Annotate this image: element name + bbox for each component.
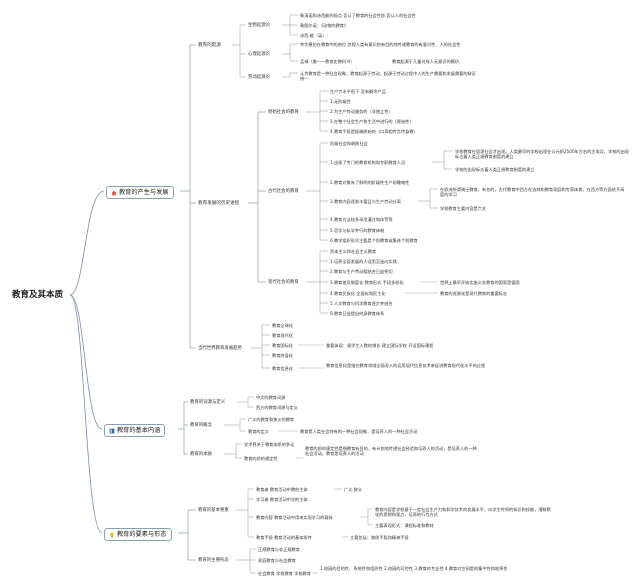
element-item: 学习者 教育活动中学的主体 bbox=[256, 497, 308, 502]
school-origin-note: 学校的出现标志着人类正规教育制度的建立 bbox=[455, 167, 535, 172]
modern-item: 5.人文教育与科学教育逐步并结合 bbox=[330, 301, 393, 306]
concept-item: 教育的定义 bbox=[248, 429, 269, 434]
ancient-item: 6.教学组织形式主要是个别教育或集体个别教育 bbox=[330, 238, 418, 243]
word-item: 西方的教育词源与定义 bbox=[256, 405, 298, 410]
trend-note: 教育信息化是指在教育领域全面深入的运用现代信息技术来促进教育现代化水平的过程 bbox=[326, 363, 486, 368]
modern-sub-note: 教育的逐渐化是现代教育的重要标志 bbox=[440, 291, 508, 296]
trend-item: 教育全球化 bbox=[272, 323, 293, 328]
primitive-item: 3.在整个社会生产和生活中进行的（原始性） bbox=[330, 119, 414, 124]
element-note: 教育内容是学校基于一定社会生产力和科学技术的发展水平，向学生传授的知识和技能，潜… bbox=[375, 507, 551, 517]
element-item: 教育者 教育活动中教的主体 bbox=[256, 487, 308, 492]
trend-note: 重要体现：留学生人数的增长 建立国际学校 开设国际课程 bbox=[326, 343, 434, 348]
essence-item: 学术界关于教育本质的争论 bbox=[244, 442, 295, 447]
form-item: 家庭教育与社会教育 bbox=[258, 558, 296, 563]
node-concept[interactable]: 教育的概念 bbox=[190, 423, 212, 428]
psy-item: 夸大模仿在教育中的地位 忽视人类有意识的有目的地传递教育的有意识性、人的社会性 bbox=[300, 42, 461, 47]
concept-item: 广义的教育和狭义的教育 bbox=[248, 417, 295, 422]
primitive-item: 4.教育手段是极端原始的（口耳相传言传身教） bbox=[330, 129, 418, 134]
node-ancient[interactable]: 古代社会的教育 bbox=[268, 189, 299, 194]
node-modern[interactable]: 现代社会的教育 bbox=[268, 280, 299, 285]
root-topic: 教育及其本质 bbox=[12, 290, 64, 300]
branch-elements-forms[interactable]: 教育的要素与形态 bbox=[104, 528, 172, 541]
ancient-item: 阶级社会和剥削社会 bbox=[330, 141, 368, 146]
primitive-item: 生产力水平低下 没有剩余产品 bbox=[330, 89, 386, 94]
ancient-item: 1.出现了专门的教育机构和专职教育人员 bbox=[330, 160, 406, 165]
primitive-item: 2.为生产劳动服务的（非独立性） bbox=[330, 109, 393, 114]
branch-label: 教育的产生与发展 bbox=[119, 189, 169, 196]
node-essence[interactable]: 教育的本质 bbox=[190, 452, 212, 457]
essence-item: 教育的质的规定性 bbox=[244, 456, 278, 461]
ancient-item: 4.教育方法较多采用灌注和体罚等 bbox=[330, 217, 393, 222]
node-trend[interactable]: 当代世界教育发展趋势 bbox=[198, 346, 242, 351]
node-forms[interactable]: 教育的主要形态 bbox=[198, 558, 229, 563]
connector-line bbox=[69, 190, 105, 296]
node-labor-origin[interactable]: 劳动起源论 bbox=[248, 75, 270, 80]
modern-item: 2.教育与生产劳动相结合日益密切 bbox=[330, 269, 393, 274]
modern-item: 4.教育民族化 全面化和民主化 bbox=[330, 291, 386, 296]
branch-origin-development[interactable]: 教育的产生与发展 bbox=[106, 186, 174, 199]
element-note: 主要表现形式：课程标准和教材 bbox=[375, 523, 434, 528]
school-origin-note: 学校教育在奴隶社会才出现。人类最早的学校出现在公元前2500年左右的古埃及。学校… bbox=[455, 149, 629, 159]
trend-item: 教育终身化 bbox=[272, 353, 293, 358]
node-primitive[interactable]: 原始社会的教育 bbox=[268, 110, 299, 115]
form-item: 社会教育 学校教育 学校教育 bbox=[258, 571, 311, 576]
bio-item: 沛西·能（英） bbox=[300, 33, 327, 38]
branch-basic-connotation[interactable]: 教育的基本内涵 bbox=[104, 424, 166, 437]
branch-label: 教育的基本内涵 bbox=[117, 427, 161, 434]
word-item: 中文的教育词源 bbox=[256, 395, 286, 400]
ancient-item: 2.教育对象有了鲜明的阶级性生产前瞻唯性 bbox=[330, 180, 410, 185]
modern-item: 3.教育普及制度化 教育形式 手段多样化 bbox=[330, 280, 404, 285]
node-bio-origin[interactable]: 生物起源论 bbox=[248, 23, 270, 28]
connector-line bbox=[360, 508, 373, 518]
ancient-item: 5.官学与私学并行的教育体制 bbox=[330, 228, 385, 233]
form-item: 正规教育与非正规教育 bbox=[258, 547, 300, 552]
psy-item: 孟禄（美——教育史教科书） bbox=[300, 59, 355, 64]
house-icon bbox=[111, 190, 117, 195]
trend-item: 教育信息化 bbox=[272, 366, 293, 371]
essence-note: 教育的质的规定性是指教育有目的、有计划地传递社会经验和培养人的活动，是培养人的一… bbox=[305, 446, 477, 456]
ancient-item: 3.教育内容逐渐丰富且与生产劳动分离 bbox=[330, 199, 401, 204]
ancient-content-note: 在欧洲所谓骑士教育，有名的，古代教育中西方在选材和教育家庭和专家体育，在西方等方… bbox=[440, 187, 625, 197]
node-history[interactable]: 教育发展的历史进程 bbox=[198, 201, 240, 206]
modern-sub-note: 世界上最早开始实施义务教育的国家是德国 bbox=[440, 280, 520, 285]
element-note: 主要包括：物质手段和精神手段 bbox=[350, 535, 409, 540]
bio-item: 勒涛诺和沛西能的观点 否认了教育的社会性质 否认人的社会性 bbox=[300, 13, 416, 18]
form-note: 1.校园的目的性、系统性和组织性 2.校园的可控性 3.教育的专业性 4.教育对… bbox=[320, 566, 508, 571]
primitive-item: 1.无阶级性 bbox=[330, 99, 351, 104]
ancient-content-note: 学校教育主要内容是六艺 bbox=[440, 206, 487, 211]
element-item: 教育手段 教育活动的基本条件 bbox=[256, 535, 312, 540]
connector-line bbox=[69, 294, 103, 534]
connector-line bbox=[367, 517, 373, 526]
element-note: 广义 狭义 bbox=[344, 487, 363, 492]
element-item: 教育内容 教育活动中用来实现学习的载体 bbox=[256, 515, 333, 520]
labor-item: 认为教育是一种社会现象，教育起源于劳动，起源于劳动过程中人的生产需要和发展需要的… bbox=[300, 71, 476, 81]
psy-item: 教育起源于儿童对成人无意识的模仿 bbox=[392, 59, 460, 64]
book-icon bbox=[109, 428, 115, 433]
bio-item: 勒图尔诺：《动物的教育》 bbox=[300, 23, 349, 28]
modern-item: 6.教育日益提出终身教育体系 bbox=[330, 311, 385, 316]
node-psy-origin[interactable]: 心理起源论 bbox=[248, 52, 270, 57]
trend-item: 教育现代化 bbox=[272, 333, 293, 338]
modern-item: 资本主义和社会主义教育 bbox=[330, 249, 377, 254]
node-word-origin[interactable]: 教育的词源与定义 bbox=[190, 400, 226, 405]
lightbulb-icon bbox=[110, 531, 114, 537]
node-origin[interactable]: 教育的起源 bbox=[198, 43, 221, 48]
modern-item: 1.培养全面发展的人适用至迷向实践 bbox=[330, 259, 397, 264]
branch-label: 教育的要素与形态 bbox=[117, 531, 167, 538]
trend-item: 教育国际化 bbox=[272, 343, 293, 348]
connector-line bbox=[69, 294, 103, 430]
concept-definition: 教育是人类社会特有的一种社会现象，是培养人的一种社会活动 bbox=[300, 429, 418, 434]
node-elements[interactable]: 教育的基本要素 bbox=[198, 508, 229, 513]
